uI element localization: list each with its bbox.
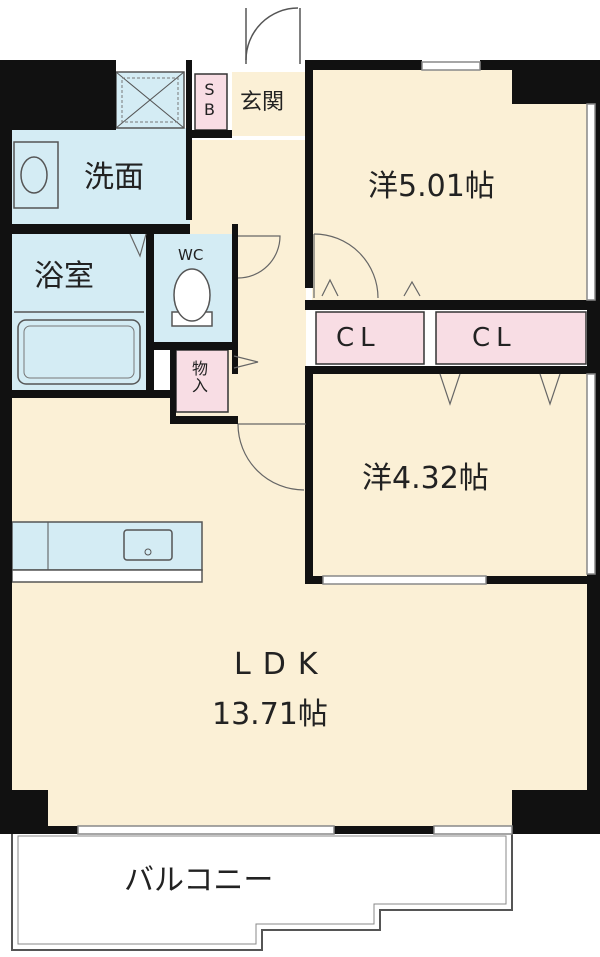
balcony-area bbox=[11, 829, 513, 951]
label-room-4: 洋4.32帖 bbox=[362, 461, 489, 496]
door-swings bbox=[129, 233, 561, 491]
label-cl-2: CL bbox=[472, 323, 517, 353]
label-cl-1: CL bbox=[336, 323, 381, 353]
windows bbox=[77, 61, 596, 835]
label-sb: SB bbox=[200, 80, 219, 120]
kitchen-counter bbox=[11, 521, 203, 571]
label-ldk-size: 13.71帖 bbox=[212, 697, 328, 732]
floor-genkan bbox=[232, 72, 306, 136]
floor-room-5 bbox=[312, 70, 587, 302]
label-senmen: 洗面 bbox=[84, 160, 144, 195]
storage-cl-1 bbox=[315, 311, 425, 365]
label-ldk: LDK bbox=[234, 647, 330, 682]
storage-sb bbox=[194, 73, 228, 131]
label-yokushitsu: 浴室 bbox=[34, 259, 94, 294]
kitchen-sink bbox=[123, 529, 173, 561]
label-room-5: 洋5.01帖 bbox=[368, 169, 495, 204]
storage-cl-2 bbox=[435, 311, 587, 365]
wash-basin bbox=[13, 141, 59, 209]
toilet bbox=[171, 268, 213, 327]
label-genkan: 玄関 bbox=[240, 90, 285, 115]
label-wc: WC bbox=[178, 246, 204, 264]
label-balcony: バルコニー bbox=[124, 863, 274, 898]
bathtub bbox=[17, 319, 141, 385]
storage-monoire bbox=[175, 349, 229, 413]
entrance-door bbox=[245, 7, 301, 64]
label-monoire: 物入 bbox=[189, 360, 208, 394]
